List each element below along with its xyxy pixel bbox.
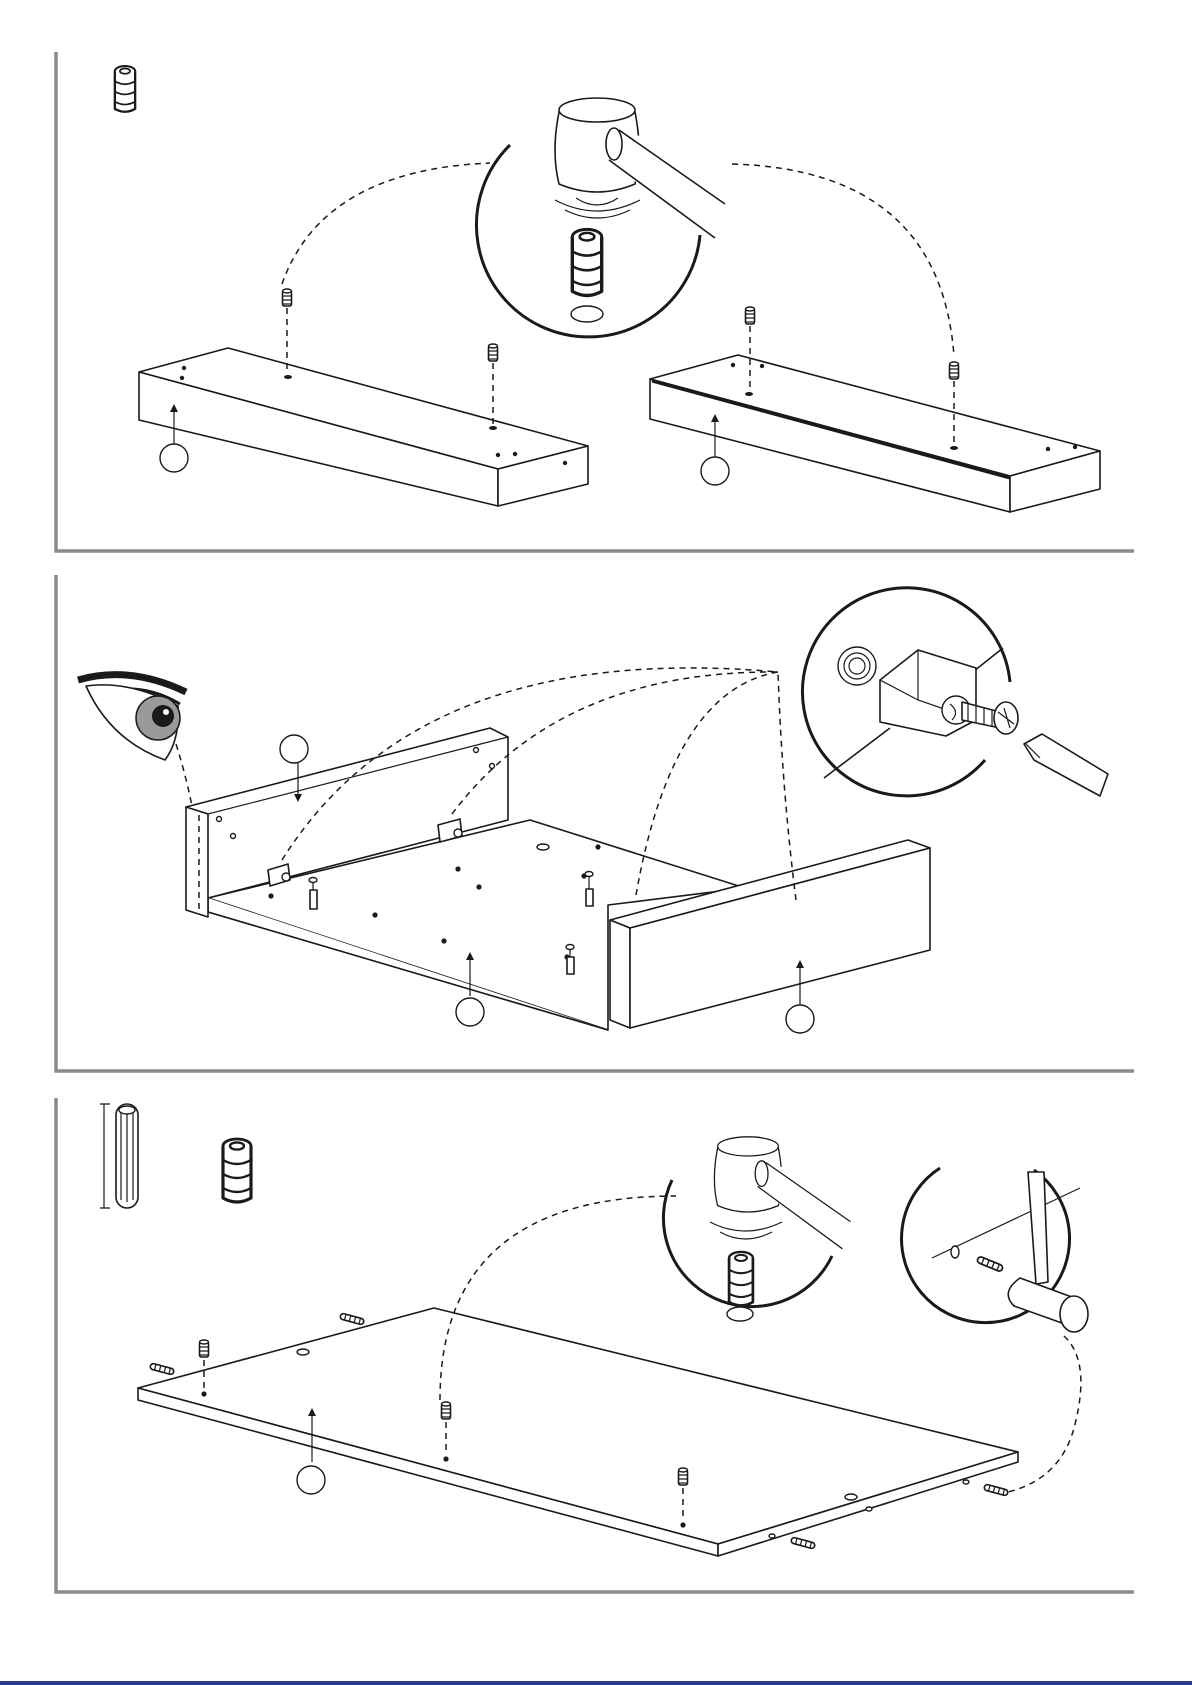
dowel-hammer-detail: [902, 1168, 1088, 1332]
cam-bolt: [566, 945, 574, 975]
dowel: [150, 1363, 175, 1375]
cam-bolt: [309, 878, 317, 910]
cam-nut: [679, 1468, 688, 1485]
cam-nut-icon: [115, 66, 135, 112]
cam-nut: [489, 344, 498, 361]
dowel: [984, 1484, 1009, 1496]
hammer-detail: [663, 1137, 852, 1321]
dowel: [791, 1537, 816, 1549]
cam-nut-icon: [729, 1252, 753, 1306]
board-right: [650, 355, 1100, 512]
cam-nut-icon: [572, 229, 601, 295]
hammer-icon: [1008, 1278, 1088, 1332]
cam-lock-detail: [802, 588, 1108, 796]
cam-nut-icon: [223, 1139, 251, 1202]
screwdriver-icon: [1024, 734, 1108, 796]
step-panel-1: [56, 52, 1134, 551]
page-edge: [0, 1681, 1192, 1685]
part-number-circle: [160, 444, 188, 472]
part-number-circle: [456, 998, 484, 1026]
dowel: [977, 1256, 1004, 1272]
step-panel-2: [56, 575, 1134, 1071]
step-panel-3: [56, 1098, 1134, 1592]
cam-bolt: [585, 872, 593, 907]
cam-nut: [442, 1402, 451, 1419]
hammer-icon: [555, 98, 727, 238]
part-number-circle: [297, 1466, 325, 1494]
cam-nut: [283, 289, 292, 306]
part-number-circle: [701, 457, 729, 485]
board-left: [139, 348, 588, 506]
eye-icon: [78, 675, 186, 760]
dowel: [340, 1313, 365, 1325]
cam-nut: [950, 362, 959, 379]
part-number-circle: [280, 735, 308, 763]
wooden-dowel-icon: [100, 1104, 138, 1208]
cam-nut: [200, 1340, 209, 1357]
part-number-circle: [786, 1005, 814, 1033]
cam-nut: [746, 307, 755, 324]
top-panel: [138, 1308, 1018, 1556]
hammer-icon: [714, 1137, 852, 1249]
hammer-detail: [476, 98, 727, 337]
